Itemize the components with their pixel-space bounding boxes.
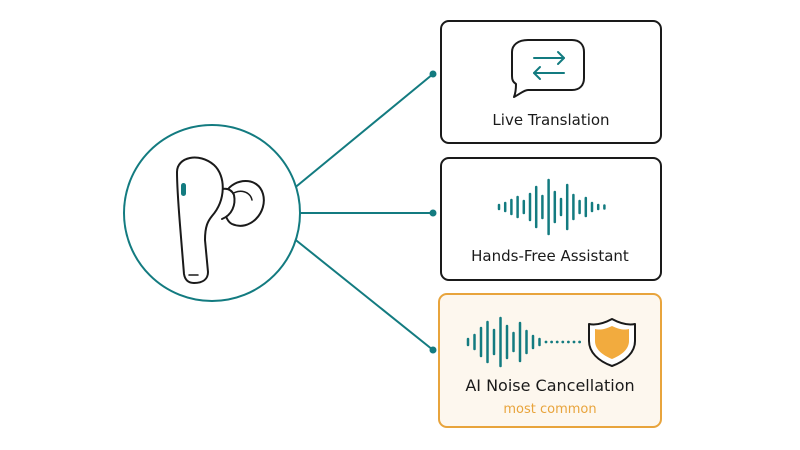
card-frame (440, 157, 662, 281)
noise-waveform-icon (466, 316, 541, 368)
noise-dot (578, 340, 581, 344)
feature-card-assistant: Hands-Free Assistant (440, 157, 662, 281)
connector-translation (291, 73, 434, 191)
connector-noise (291, 236, 434, 351)
feature-card-translation: Live Translation (440, 20, 662, 144)
connector-dot-noise (429, 346, 437, 354)
noise-dot (567, 340, 570, 344)
card-label: Hands-Free Assistant (471, 247, 629, 265)
connector-dot-translation (429, 70, 437, 78)
voice-waveform-icon (497, 178, 606, 236)
device-node (123, 124, 301, 302)
noise-dot (550, 340, 553, 344)
card-sublabel: most common (503, 402, 596, 417)
noise-dot (572, 340, 576, 344)
card-label: Live Translation (492, 111, 609, 129)
noise-dots (544, 340, 581, 344)
noise-cancel-shield-icon (588, 318, 636, 367)
noise-dot (555, 340, 559, 344)
connectors (291, 70, 437, 354)
card-label: AI Noise Cancellation (465, 376, 634, 395)
translation-bubble-icon (511, 39, 585, 98)
noise-dot (544, 340, 548, 344)
connector-dot-assistant (429, 209, 437, 217)
card-frame (440, 20, 662, 144)
earbud-icon (176, 156, 265, 284)
noise-dot (561, 340, 565, 344)
feature-card-noise-cancellation: AI Noise Cancellation most common (438, 293, 662, 428)
